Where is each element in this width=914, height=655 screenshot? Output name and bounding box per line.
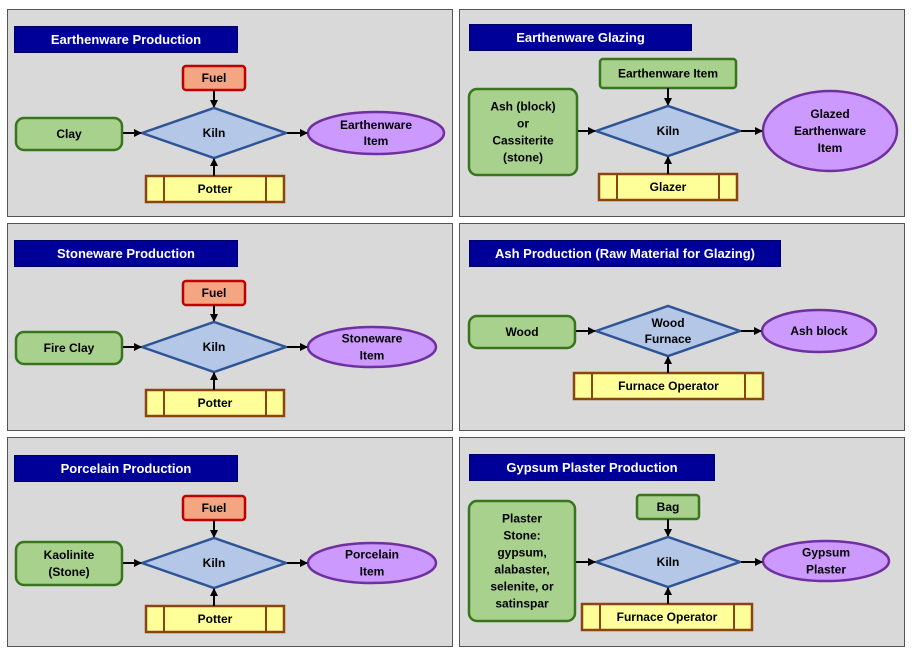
output-ellipse [761, 89, 899, 173]
input-label: (stone) [503, 151, 543, 165]
input-box [14, 540, 124, 587]
output-label: Gypsum [802, 546, 850, 560]
fuel-label: Bag [657, 500, 680, 514]
output-ellipse [306, 541, 438, 585]
input-box [14, 116, 124, 152]
input-label: or [517, 117, 529, 131]
input-label: Clay [56, 127, 82, 141]
input-box [14, 330, 124, 366]
output-label: Earthenware [794, 124, 866, 138]
input-label: alabaster, [494, 563, 549, 577]
panel-title: Ash Production (Raw Material for Glazing… [469, 240, 781, 267]
operator-box [580, 602, 754, 632]
output-label: Item [818, 141, 843, 155]
process-label: Kiln [203, 126, 226, 140]
output-label: Glazed [810, 107, 849, 121]
output-label: Item [360, 349, 385, 363]
process-label: Kiln [203, 340, 226, 354]
operator-label: Potter [198, 612, 233, 626]
process-label: Kiln [657, 124, 680, 138]
output-label: Porcelain [345, 548, 399, 562]
panel-title: Porcelain Production [14, 455, 238, 482]
operator-label: Furnace Operator [617, 610, 718, 624]
process-diamond [138, 536, 290, 590]
input-box [467, 314, 577, 350]
operator-label: Potter [198, 396, 233, 410]
input-label: Wood [505, 325, 538, 339]
input-box [467, 499, 577, 623]
process-diamond [592, 535, 744, 589]
operator-label: Potter [198, 182, 233, 196]
output-ellipse [761, 539, 891, 583]
output-ellipse [760, 308, 878, 354]
input-label: Kaolinite [44, 548, 95, 562]
operator-box [144, 174, 286, 204]
panel-title: Earthenware Production [14, 26, 238, 53]
input-label: selenite, or [490, 580, 554, 594]
input-label: Fire Clay [44, 341, 95, 355]
output-label: Item [364, 134, 389, 148]
fuel-label: Earthenware Item [618, 67, 718, 81]
input-label: Plaster [502, 512, 542, 526]
output-ellipse [306, 110, 446, 156]
output-label: Item [360, 565, 385, 579]
panel-title: Stoneware Production [14, 240, 238, 267]
input-label: Stone: [503, 529, 540, 543]
panel-title: Earthenware Glazing [469, 24, 692, 51]
output-ellipse [306, 325, 438, 369]
input-label: satinspar [495, 597, 549, 611]
operator-label: Glazer [650, 180, 687, 194]
input-label: gypsum, [497, 546, 546, 560]
output-label: Ash block [790, 324, 848, 338]
input-label: (Stone) [48, 565, 89, 579]
process-label: Kiln [203, 556, 226, 570]
output-label: Stoneware [342, 332, 403, 346]
output-label: Earthenware [340, 118, 412, 132]
operator-box [144, 604, 286, 634]
panel-title: Gypsum Plaster Production [469, 454, 715, 481]
operator-label: Furnace Operator [618, 379, 719, 393]
process-label: Furnace [645, 332, 692, 346]
process-label: Wood [651, 316, 684, 330]
process-diamond [138, 106, 290, 160]
fuel-label: Fuel [202, 71, 227, 85]
process-diamond [592, 304, 744, 358]
input-label: Ash (block) [490, 100, 555, 114]
process-diamond [592, 104, 744, 158]
input-label: Cassiterite [492, 134, 554, 148]
input-box [467, 87, 579, 177]
process-label: Kiln [657, 555, 680, 569]
output-label: Plaster [806, 563, 846, 577]
fuel-label: Fuel [202, 501, 227, 515]
fuel-label: Fuel [202, 286, 227, 300]
process-diamond [138, 320, 290, 374]
